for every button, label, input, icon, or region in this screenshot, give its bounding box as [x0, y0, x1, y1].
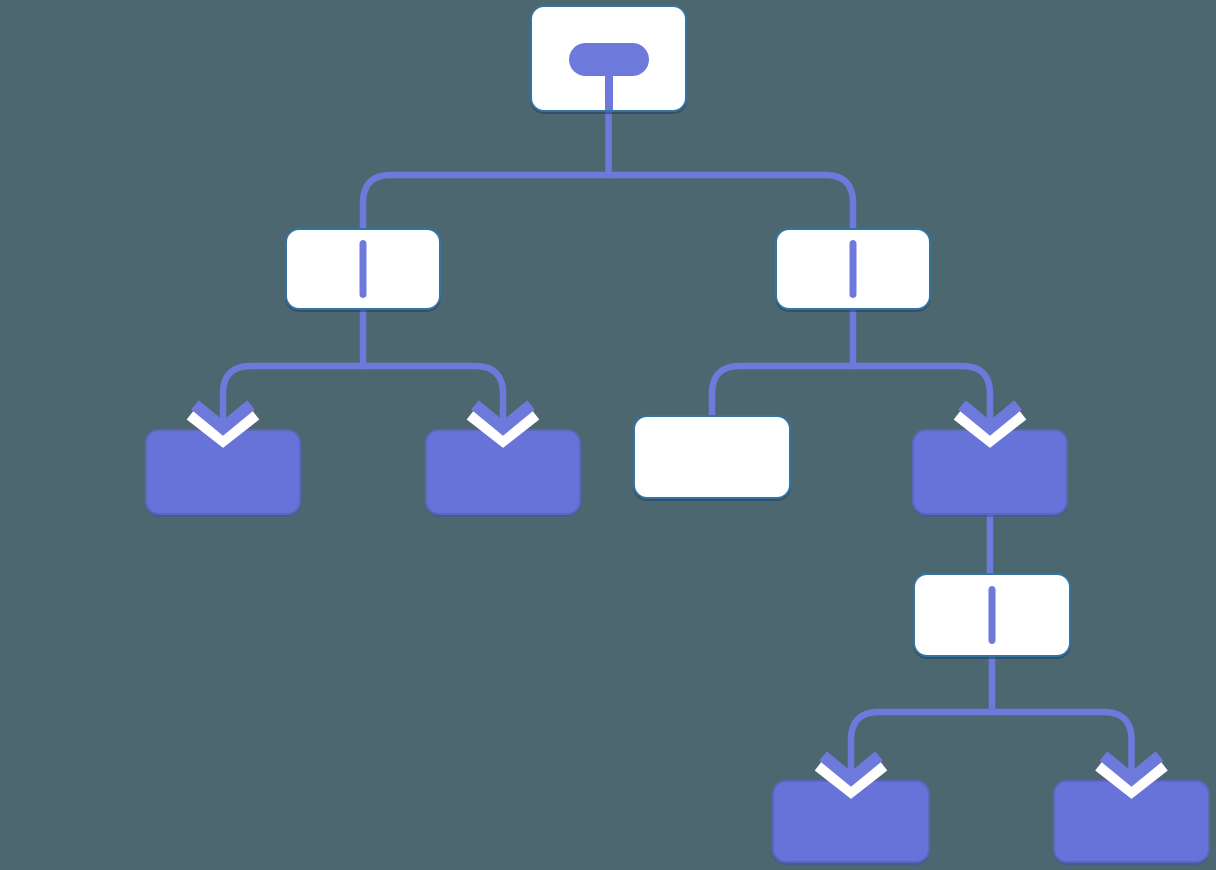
node-leaf-4[interactable] — [912, 429, 1068, 515]
edge-rail — [708, 362, 994, 425]
divider-icon — [988, 586, 996, 644]
node-leaf-2[interactable] — [425, 429, 581, 515]
edge-rail — [219, 362, 507, 425]
node-branch-right[interactable] — [775, 228, 931, 310]
node-leaf-5[interactable] — [772, 780, 930, 863]
node-leaf-1[interactable] — [145, 429, 301, 515]
root-pill-icon — [568, 43, 649, 76]
node-mid-branch[interactable] — [913, 573, 1071, 657]
node-leaf-3[interactable] — [633, 415, 791, 499]
node-branch-left[interactable] — [285, 228, 441, 310]
root-stem-icon — [604, 65, 613, 110]
divider-icon — [849, 240, 857, 298]
edge-rail — [847, 708, 1135, 776]
node-root[interactable] — [530, 5, 687, 112]
edge-rail — [359, 171, 857, 231]
divider-icon — [359, 240, 367, 298]
node-leaf-6[interactable] — [1053, 780, 1210, 863]
